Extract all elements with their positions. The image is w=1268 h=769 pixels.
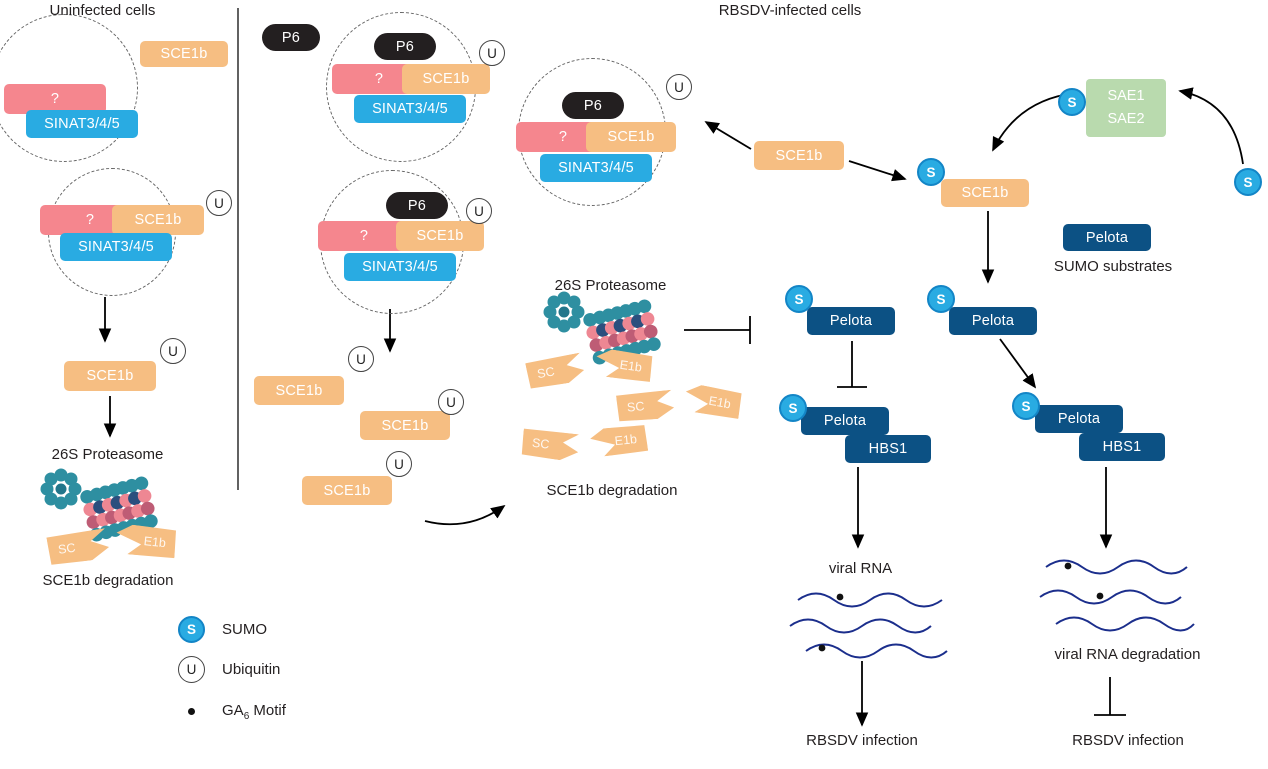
ga6-suffix: Motif [249, 702, 286, 719]
sumo-badge: S [785, 285, 813, 313]
rbsdv-infection-label: RBSDV infection [806, 732, 918, 749]
ubiquitin-badge: U [438, 389, 464, 415]
sce1b-box: SCE1b [64, 361, 156, 391]
proteasome-label: 26S Proteasome [554, 277, 667, 294]
ubiquitin-badge: U [479, 40, 505, 66]
sce1b-box: SCE1b [140, 41, 228, 67]
pelota-box: Pelota [801, 407, 889, 435]
sumo-badge: S [779, 394, 807, 422]
ubiquitin-badge: U [666, 74, 692, 100]
sce1b-box: SCE1b [396, 221, 484, 251]
curved-arrow [1178, 87, 1244, 165]
sae1-label: SAE1 [1107, 87, 1145, 104]
sinat-box: SINAT3/4/5 [540, 154, 652, 182]
sinat-box: SINAT3/4/5 [354, 95, 466, 123]
sce1b-box: SCE1b [360, 411, 450, 440]
inhibition-bars [684, 316, 1126, 716]
legend-ga6-label: GA6 Motif [222, 702, 286, 722]
legend-sumo-badge: S [178, 616, 205, 643]
degradation-label: SCE1b degradation [42, 572, 174, 589]
legend-sumo-label: SUMO [222, 621, 267, 638]
sumo-badge: S [1012, 392, 1040, 420]
curved-arrow [424, 504, 506, 526]
sce1b-box: SCE1b [402, 64, 490, 94]
sce1b-box: SCE1b [941, 179, 1029, 207]
pelota-box: Pelota [949, 307, 1037, 335]
unknown-protein-box: ? [318, 221, 410, 251]
degradation-label: SCE1b degradation [546, 482, 678, 499]
p6-pill: P6 [386, 192, 448, 219]
pelota-box: Pelota [1035, 405, 1123, 433]
sumo-badge: S [917, 158, 945, 186]
unknown-protein-box: ? [4, 84, 106, 114]
viral-rna-strands [789, 559, 1195, 659]
ga6-subscript: 6 [243, 711, 250, 722]
ubiquitin-badge: U [206, 190, 232, 216]
sce1b-box: SCE1b [254, 376, 344, 405]
sce1b-box: SCE1b [112, 205, 204, 235]
ubiquitin-badge: U [466, 198, 492, 224]
ga6-prefix: GA [222, 702, 244, 719]
ga6-motif-dots [818, 562, 1104, 652]
sinat-box: SINAT3/4/5 [26, 110, 138, 138]
p6-pill: P6 [562, 92, 624, 119]
ubiquitin-badge: U [386, 451, 412, 477]
arrow [848, 160, 907, 182]
legend-ubiquitin-label: Ubiquitin [222, 661, 281, 678]
proteasome-label: 26S Proteasome [51, 446, 164, 463]
legend-ubiquitin-badge: U [178, 656, 205, 683]
sinat-box: SINAT3/4/5 [344, 253, 456, 281]
ubiquitin-badge: U [160, 338, 186, 364]
arrow [704, 121, 752, 150]
sumo-substrates-label: SUMO substrates [1053, 258, 1173, 275]
p6-pill: P6 [262, 24, 320, 51]
sce1b-box: SCE1b [586, 122, 676, 152]
viral-rna-degradation-label: viral RNA degradation [1054, 646, 1201, 663]
sinat-box: SINAT3/4/5 [60, 233, 172, 261]
arrow [999, 338, 1037, 389]
hbs1-box: HBS1 [845, 435, 931, 463]
sae-complex-box: SAE1 SAE2 [1086, 79, 1166, 137]
ubiquitin-badge: U [348, 346, 374, 372]
pelota-box: Pelota [807, 307, 895, 335]
rbsdv-infection-label: RBSDV infection [1072, 732, 1184, 749]
hbs1-box: HBS1 [1079, 433, 1165, 461]
left-panel-title: Uninfected cells [49, 2, 156, 19]
viral-rna-label: viral RNA [828, 560, 893, 577]
sumo-badge: S [1234, 168, 1262, 196]
sae2-label: SAE2 [1107, 111, 1145, 127]
p6-pill: P6 [374, 33, 436, 60]
cell-circle [0, 14, 138, 162]
pelota-box: Pelota [1063, 224, 1151, 251]
sce1b-box: SCE1b [754, 141, 844, 170]
sce1b-box: SCE1b [302, 476, 392, 505]
sumo-badge: S [1058, 88, 1086, 116]
sumo-badge: S [927, 285, 955, 313]
legend-ga6-dot [188, 708, 195, 715]
right-panel-title: RBSDV-infected cells [718, 2, 862, 19]
